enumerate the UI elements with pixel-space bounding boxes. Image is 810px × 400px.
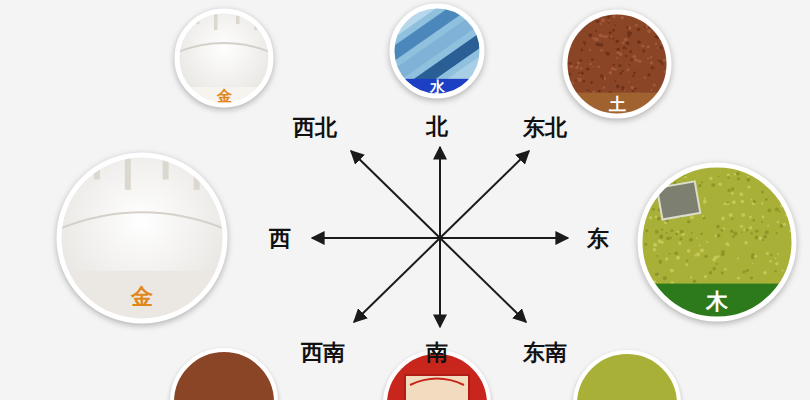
direction-label: 东北 [523, 114, 567, 140]
direction-label: 北 [426, 113, 448, 139]
direction-label: 西北 [293, 114, 337, 140]
element-label: 金 [56, 283, 228, 309]
arrow-southeast [440, 238, 526, 322]
brown-rug-circle [172, 350, 276, 400]
element-label: 水 [389, 78, 485, 96]
element-circle: 木 [637, 162, 797, 322]
element-label: 金 [174, 87, 274, 105]
arrow-southwest [354, 238, 440, 322]
element-label: 木 [637, 288, 797, 314]
cropped-circles [172, 350, 679, 400]
direction-label: 西 [269, 225, 291, 251]
arrow-northwest [351, 151, 440, 238]
arrow-northeast [440, 151, 529, 238]
label-holder: 西南 [301, 339, 345, 365]
element-circle: 土 [562, 9, 672, 119]
direction-label: 西南 [301, 339, 345, 365]
label-holder: 东南 [523, 339, 567, 365]
direction-label: 东南 [523, 339, 567, 365]
element-label: 土 [562, 94, 672, 114]
label-holder: 南 [426, 339, 448, 365]
arrow-west [312, 237, 440, 239]
label-holder: 东 [587, 225, 609, 251]
arrow-east [440, 237, 568, 239]
label-holder: 西 [269, 225, 291, 251]
arrow-north [439, 147, 441, 238]
element-circle: 水 [389, 3, 485, 99]
direction-label: 南 [426, 339, 448, 365]
label-holder: 西北 [293, 114, 337, 140]
direction-label: 东 [587, 225, 609, 251]
element-circle: 金 [56, 152, 228, 324]
label-holder: 东北 [523, 114, 567, 140]
arrow-south [439, 238, 441, 327]
green-rug-circle [575, 352, 679, 400]
element-band [637, 284, 797, 322]
direction-arrows [312, 147, 568, 327]
element-circle: 金 [174, 8, 274, 108]
label-holder: 北 [426, 113, 448, 139]
